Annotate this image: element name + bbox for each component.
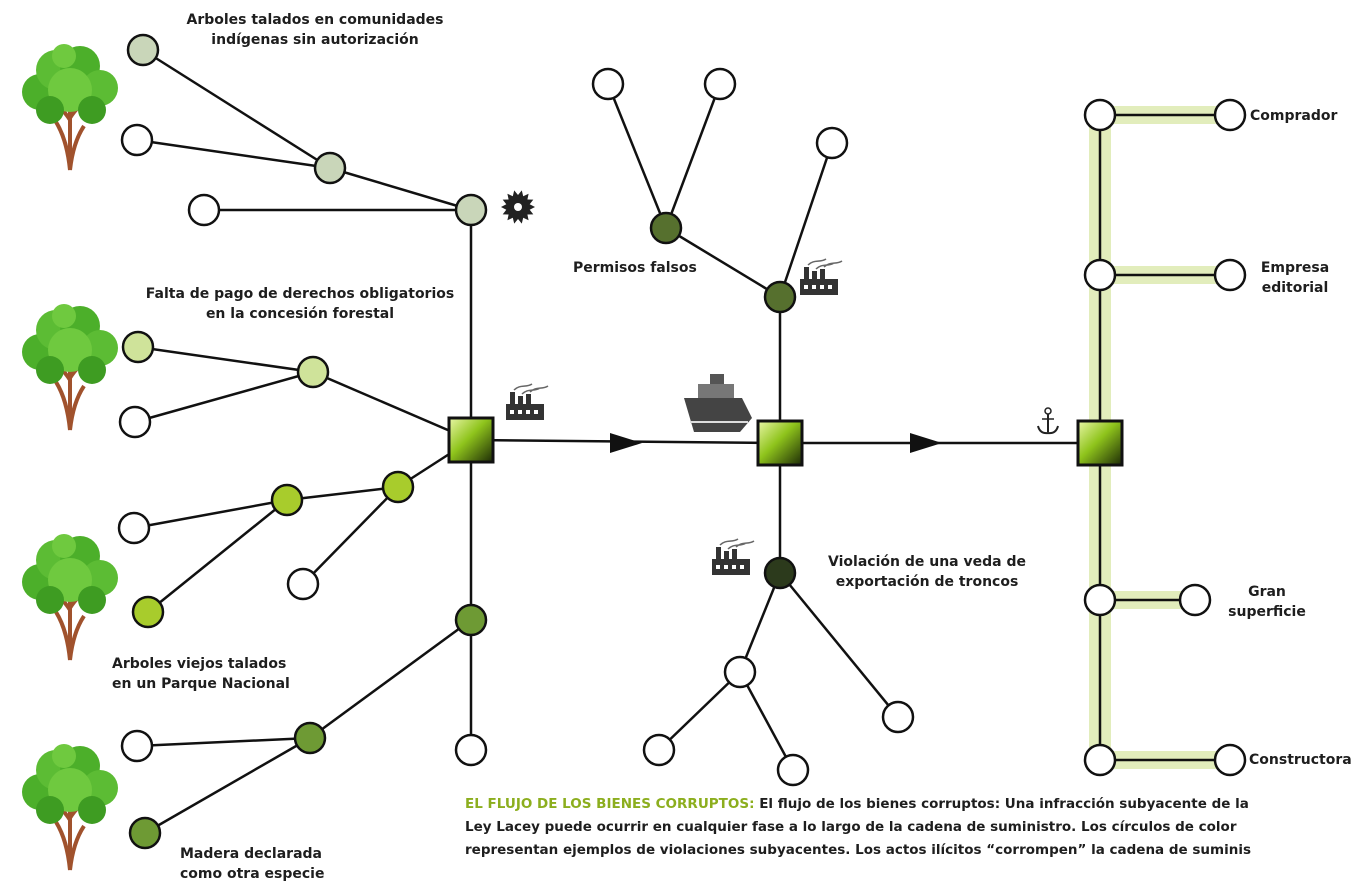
violation-node [591, 67, 625, 101]
connector-line [658, 671, 741, 751]
violation-node [776, 753, 810, 787]
factory-icon [711, 538, 755, 576]
connector-line [329, 166, 472, 212]
violation-node [293, 721, 327, 755]
tree-icon [20, 532, 120, 662]
factory-icon [799, 258, 843, 296]
violation-node [270, 483, 304, 517]
figure-caption: EL FLUJO DE LOS BIENES CORRUPTOS: El flu… [465, 793, 1355, 862]
label-builder: Constructora [1249, 752, 1352, 768]
violation-node [723, 655, 757, 689]
processing-hub-node [756, 419, 804, 467]
processing-hub-node [1076, 419, 1124, 467]
connector-line [286, 485, 399, 502]
connector-line [665, 226, 781, 299]
connector-line [147, 499, 288, 613]
connector-line [779, 572, 899, 718]
connector-line [302, 486, 399, 585]
connector-line [137, 345, 314, 374]
violation-node [454, 193, 488, 227]
violation-node [1213, 258, 1247, 292]
tree-icon [20, 42, 120, 172]
violation-node [128, 816, 162, 850]
connector-line [144, 736, 311, 835]
connector-line [142, 48, 331, 170]
violation-node [454, 733, 488, 767]
factory-icon [505, 383, 549, 421]
violation-node [815, 126, 849, 160]
caption-line-2: Ley Lacey puede ocurrir en cualquier fas… [465, 819, 1237, 835]
arrow-icon [610, 433, 642, 453]
caption-line-3: representan ejemplos de violaciones suby… [465, 842, 1251, 858]
violation-node [1213, 98, 1247, 132]
connector-line [778, 142, 834, 298]
violation-node [1083, 583, 1117, 617]
violation-node [1083, 743, 1117, 777]
connector-line [133, 498, 288, 530]
connector-line [606, 83, 668, 229]
arrow-icon [910, 433, 942, 453]
ship-icon [684, 374, 752, 432]
violation-node [881, 700, 915, 734]
tree-icon [20, 742, 120, 872]
violation-node [126, 33, 160, 67]
processing-hub-node [447, 416, 495, 464]
connector-line [312, 370, 472, 442]
violation-node [131, 595, 165, 629]
violation-node [763, 280, 797, 314]
violation-node [313, 151, 347, 185]
violation-node [1178, 583, 1212, 617]
violation-node [763, 556, 797, 590]
connector-line [309, 618, 472, 740]
violation-node [1083, 98, 1117, 132]
violation-node [649, 211, 683, 245]
violation-node [1083, 258, 1117, 292]
violation-node [286, 567, 320, 601]
connector-line [136, 736, 311, 748]
connector-line [134, 370, 314, 424]
violation-node [187, 193, 221, 227]
connector-line [738, 572, 782, 673]
anchor-icon [1037, 407, 1059, 435]
saw-blade-icon [501, 190, 535, 224]
violation-node [121, 330, 155, 364]
violation-node [120, 123, 154, 157]
violation-node [117, 511, 151, 545]
violation-node [118, 405, 152, 439]
label-buyer: Comprador [1250, 108, 1338, 124]
caption-text-1: El flujo de los bienes corruptos: Una in… [759, 796, 1249, 812]
violation-node [642, 733, 676, 767]
violation-node [381, 470, 415, 504]
violation-node [454, 603, 488, 637]
connector-line [738, 671, 795, 771]
label-fake-permits: Permisos falsos [573, 260, 697, 276]
caption-heading: EL FLUJO DE LOS BIENES CORRUPTOS: [465, 796, 755, 812]
tree-icon [20, 302, 120, 432]
violation-node [296, 355, 330, 389]
caption-line-1: EL FLUJO DE LOS BIENES CORRUPTOS: El flu… [465, 793, 1355, 816]
violation-node [1213, 743, 1247, 777]
violation-node [703, 67, 737, 101]
connector-line [664, 83, 722, 229]
connector-line [136, 138, 331, 170]
violation-node [120, 729, 154, 763]
